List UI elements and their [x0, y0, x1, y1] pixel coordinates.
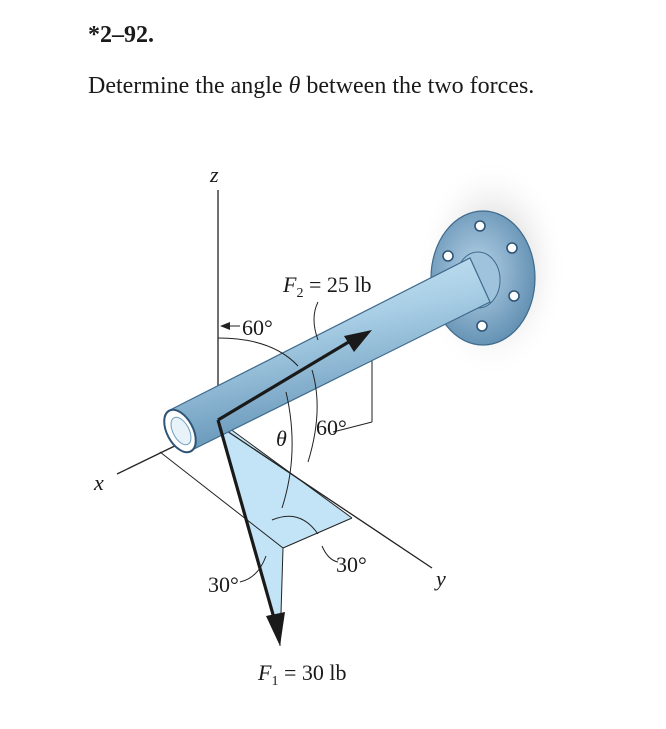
angle-arc-theta	[281, 391, 293, 509]
force-f1-label: F1 = 30 lb	[257, 660, 346, 689]
axis-y-label: y	[434, 566, 446, 591]
construction-line	[217, 419, 353, 519]
theta-symbol: θ	[288, 73, 301, 99]
angle-theta-label: θ	[276, 426, 287, 451]
axis-x-label: x	[93, 470, 104, 495]
angle-30-x-label: 30°	[208, 572, 239, 597]
force-f1-arrow	[216, 419, 285, 646]
y-axis	[217, 424, 433, 569]
angle-arc-30-y	[271, 515, 319, 535]
angle-60-y-label: 60°	[316, 415, 347, 440]
angle-60-z-label: 60°	[242, 315, 273, 340]
construction-line	[332, 421, 373, 433]
problem-text-end: between the two forces.	[300, 73, 535, 99]
angle-arc-30-x	[239, 555, 267, 583]
angle-arc-60-z	[217, 337, 299, 367]
problem-text-start: Determine the angle	[88, 73, 289, 99]
construction-line	[159, 451, 284, 549]
axis-z-label: z	[209, 162, 219, 187]
force-f2-label: F2 = 25 lb	[282, 272, 371, 301]
problem-number: *2–92.	[88, 22, 154, 48]
angle-arc-60-y	[307, 369, 318, 463]
f2-label-leader	[313, 301, 319, 341]
angle-30-y-leader	[321, 545, 339, 563]
force-f2-arrow	[217, 330, 372, 422]
angle-30-y-label: 30°	[336, 552, 367, 577]
f1-plane-shading	[218, 420, 352, 646]
angle-60-z-tick	[220, 322, 230, 330]
problem-statement: Determine the angle θ between the two fo…	[88, 73, 534, 100]
